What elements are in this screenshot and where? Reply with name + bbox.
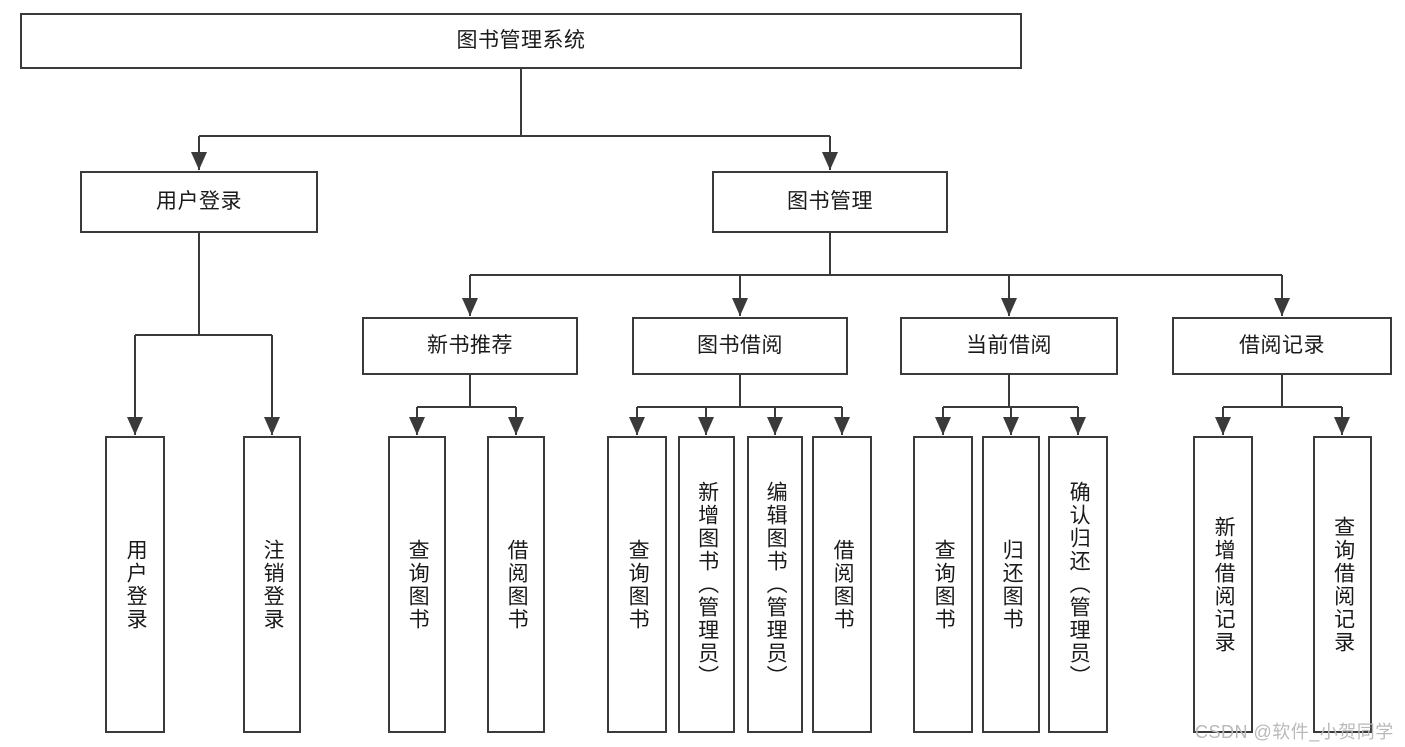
node-leaf-edit-book[interactable]: 编辑图书（管理员）: [747, 436, 803, 733]
node-leaf-user-login[interactable]: 用户登录: [105, 436, 165, 733]
node-book-borrow[interactable]: 图书借阅: [632, 317, 848, 375]
node-label: 确认归还（管理员）: [1067, 481, 1091, 688]
arrowhead-icon: [935, 417, 951, 435]
node-label: 查询借阅记录: [1331, 515, 1355, 654]
arrowhead-icon: [822, 152, 838, 170]
arrowhead-icon: [1003, 417, 1019, 435]
node-root[interactable]: 图书管理系统: [20, 13, 1022, 69]
arrowhead-icon: [698, 417, 714, 435]
arrowhead-icon: [462, 298, 478, 316]
arrowhead-icon: [1070, 417, 1086, 435]
node-label: 图书管理: [787, 189, 873, 213]
node-leaf-logout[interactable]: 注销登录: [243, 436, 301, 733]
arrowhead-icon: [1215, 417, 1231, 435]
node-current-borrow[interactable]: 当前借阅: [900, 317, 1118, 375]
node-label: 图书借阅: [697, 333, 783, 357]
node-leaf-return-book[interactable]: 归还图书: [982, 436, 1040, 733]
node-label: 新书推荐: [427, 333, 513, 357]
node-label: 新增借阅记录: [1212, 515, 1236, 654]
node-label: 查询图书: [626, 538, 650, 631]
arrowhead-icon: [127, 417, 143, 435]
arrowhead-icon: [508, 417, 524, 435]
node-label: 查询图书: [932, 538, 956, 631]
arrowhead-icon: [191, 152, 207, 170]
node-new-book-rec[interactable]: 新书推荐: [362, 317, 578, 375]
node-label: 归还图书: [1000, 538, 1024, 631]
arrowhead-icon: [1334, 417, 1350, 435]
arrowhead-icon: [1274, 298, 1290, 316]
node-leaf-query-book-2[interactable]: 查询图书: [607, 436, 667, 733]
node-user-login[interactable]: 用户登录: [80, 171, 318, 233]
node-label: 借阅图书: [505, 538, 529, 631]
node-book-manage[interactable]: 图书管理: [712, 171, 948, 233]
node-leaf-query-book-rec[interactable]: 查询图书: [388, 436, 446, 733]
node-leaf-add-book[interactable]: 新增图书（管理员）: [678, 436, 735, 733]
arrowhead-icon: [834, 417, 850, 435]
node-label: 借阅记录: [1239, 333, 1325, 357]
arrowhead-icon: [767, 417, 783, 435]
node-label: 图书管理系统: [456, 28, 586, 52]
node-label: 新增图书（管理员）: [695, 481, 719, 688]
node-leaf-query-record[interactable]: 查询借阅记录: [1313, 436, 1372, 733]
node-leaf-borrow-book-2[interactable]: 借阅图书: [812, 436, 872, 733]
node-leaf-confirm-return[interactable]: 确认归还（管理员）: [1048, 436, 1108, 733]
arrowhead-icon: [732, 298, 748, 316]
node-label: 借阅图书: [831, 538, 855, 631]
node-label: 注销登录: [261, 538, 285, 631]
node-label: 编辑图书（管理员）: [764, 481, 788, 688]
arrowhead-icon: [409, 417, 425, 435]
node-leaf-borrow-book-rec[interactable]: 借阅图书: [487, 436, 545, 733]
node-label: 用户登录: [124, 538, 148, 631]
node-label: 当前借阅: [966, 333, 1052, 357]
node-borrow-record[interactable]: 借阅记录: [1172, 317, 1392, 375]
node-label: 查询图书: [406, 538, 430, 631]
arrowhead-icon: [264, 417, 280, 435]
node-label: 用户登录: [156, 189, 242, 213]
arrowhead-icon: [1001, 298, 1017, 316]
node-leaf-query-book-3[interactable]: 查询图书: [913, 436, 973, 733]
watermark-label: CSDN @软件_小贺同学: [1195, 722, 1394, 742]
arrowhead-icon: [629, 417, 645, 435]
node-leaf-add-record[interactable]: 新增借阅记录: [1193, 436, 1253, 733]
